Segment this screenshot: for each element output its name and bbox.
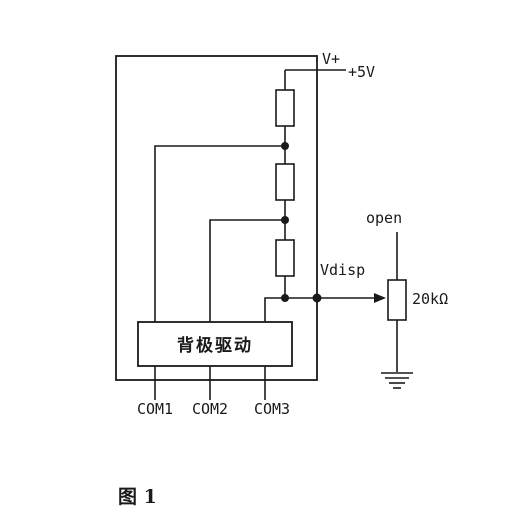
com1-label: COM1	[137, 400, 173, 418]
com2-label: COM2	[192, 400, 228, 418]
chip-enclosure	[115, 55, 318, 381]
potentiometer	[387, 279, 407, 321]
tap-wire-com3	[264, 297, 285, 322]
pot-value-label: 20kΩ	[412, 290, 448, 308]
figure-caption: 图 1	[118, 486, 157, 508]
vdisp-label: Vdisp	[320, 261, 365, 279]
wiper-arrow-icon	[374, 293, 386, 303]
v-plus-label: V+	[322, 50, 340, 68]
resistor-bottom	[275, 239, 295, 277]
open-label: open	[366, 209, 402, 227]
tap-wire-com2	[209, 219, 285, 322]
com3-label: COM3	[254, 400, 290, 418]
driver-block	[137, 321, 293, 367]
resistor-top	[275, 89, 295, 127]
driver-block-label: 背极驱动	[177, 335, 253, 356]
resistor-middle	[275, 163, 295, 201]
tap-wire-com1	[154, 145, 285, 322]
supply-voltage-label: +5V	[348, 63, 375, 81]
ground-icon	[381, 372, 413, 389]
